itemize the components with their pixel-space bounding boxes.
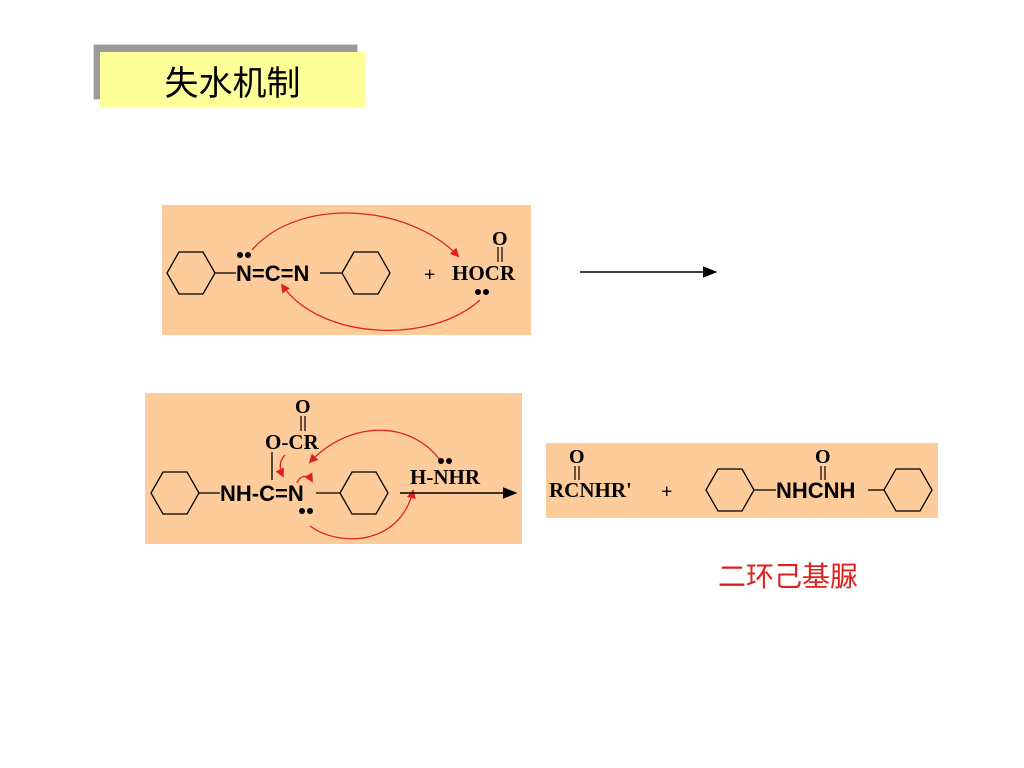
curved-arrow-n-to-h bbox=[251, 212, 460, 258]
curved-arrow-o-to-c bbox=[280, 283, 481, 332]
cyclohexane-ring-right bbox=[341, 251, 391, 295]
page-title-text: 失水机制 bbox=[164, 63, 301, 104]
curved-arrow-cn-to-n bbox=[296, 472, 313, 484]
products-panel bbox=[546, 443, 938, 518]
cyclohexane-ring-urea-left bbox=[705, 468, 755, 512]
amine-reagent-text: H-NHR bbox=[410, 465, 481, 489]
curved-arrow-n-to-h-2 bbox=[309, 489, 416, 540]
acyl-group-text: O-CR bbox=[265, 430, 319, 454]
plus-sign-1: + bbox=[424, 264, 435, 286]
reaction1-panel bbox=[162, 205, 531, 335]
reaction2-panel bbox=[145, 393, 522, 544]
cyclohexane-ring-left bbox=[166, 251, 216, 295]
cyclohexane-ring-urea-right bbox=[883, 468, 933, 512]
lone-pair-n-int bbox=[299, 508, 313, 514]
urea-oxygen-text: O bbox=[815, 446, 831, 468]
curved-arrow-co-to-c bbox=[275, 454, 286, 478]
page-title: 失水机制 bbox=[100, 52, 365, 108]
lone-pair-amine bbox=[438, 458, 452, 464]
lone-pair-o bbox=[475, 289, 489, 295]
acid-oxygen-text: O bbox=[492, 228, 508, 250]
amide-oxygen-text: O bbox=[569, 446, 585, 468]
acyl-oxygen-text: O bbox=[295, 396, 311, 418]
carbodiimide-text: N=C=N bbox=[236, 261, 309, 286]
urea-text: NHCNH bbox=[776, 478, 855, 503]
plus-sign-2: + bbox=[661, 481, 672, 503]
cyclohexane-ring-int-left bbox=[150, 471, 200, 515]
acid-text: HOCR bbox=[452, 261, 516, 285]
lone-pair-n bbox=[237, 252, 251, 258]
curved-arrow-n-to-acyl bbox=[308, 429, 441, 464]
amide-text: RCNHR' bbox=[549, 478, 632, 502]
product-caption: 二环己基脲 bbox=[718, 560, 859, 593]
cyclohexane-ring-int-right bbox=[339, 471, 389, 515]
intermediate-text: NH-C=N bbox=[220, 481, 304, 506]
